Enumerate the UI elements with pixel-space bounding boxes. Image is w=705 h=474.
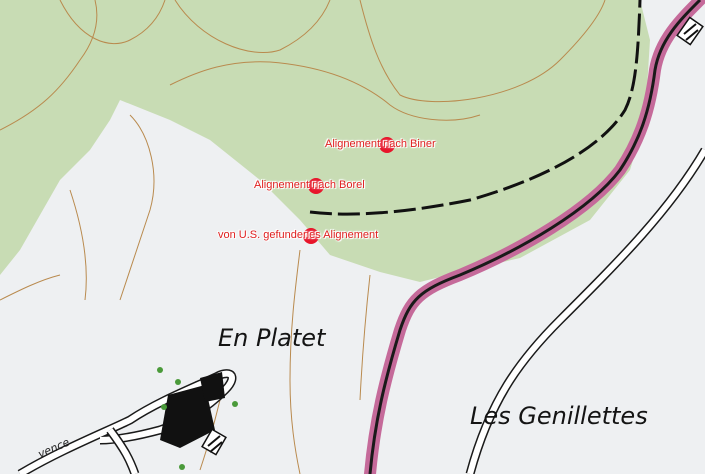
hatched-structures: [201, 16, 704, 456]
contour-lines: [0, 0, 606, 474]
place-label-les-genillettes: Les Genillettes: [470, 402, 648, 430]
place-label-en-platet: En Platet: [218, 324, 326, 352]
tree-markers: [157, 367, 238, 470]
buildings: [160, 372, 225, 448]
poi-marker-us: [303, 228, 319, 244]
local-road-branch: [107, 428, 138, 474]
poi-label-biner[interactable]: Alignement nach Biner: [325, 138, 436, 150]
poi-marker-biner: [379, 137, 395, 153]
poi-label-us[interactable]: von U.S. gefundenes Alignement: [218, 229, 379, 241]
forest-area: [0, 0, 650, 282]
main-road: [368, 0, 702, 474]
poi-label-borel[interactable]: Alignement nach Borel: [254, 179, 365, 191]
local-road: [18, 370, 235, 474]
poi-markers: [303, 137, 395, 244]
secondary-road: [467, 148, 705, 474]
forest-track: [309, 0, 642, 216]
poi-marker-borel: [308, 178, 324, 194]
